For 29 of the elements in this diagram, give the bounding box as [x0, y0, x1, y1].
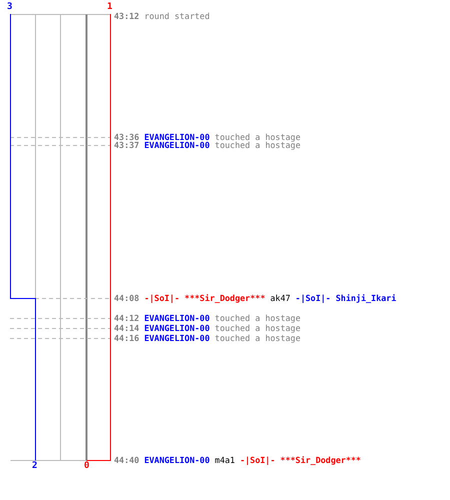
timestamp: 43:36	[114, 132, 140, 142]
player-count: 2	[32, 461, 38, 471]
timestamp: 44:16	[114, 333, 140, 343]
event-text: round started	[144, 11, 210, 21]
weapon-name: m4a1	[214, 455, 235, 465]
player-count: 1	[107, 2, 112, 12]
player-name: EVANGELION-00	[144, 313, 210, 323]
event-text: touched a hostage	[214, 313, 300, 323]
timestamp: 44:12	[114, 313, 140, 323]
player-name: -|SoI|- ***Sir_Dodger***	[240, 455, 361, 465]
event-text: touched a hostage	[214, 140, 300, 150]
player-name: -|SoI|- Shinji_Ikari	[295, 293, 396, 303]
timestamp: 43:12	[114, 11, 140, 21]
player-name: EVANGELION-00	[144, 132, 210, 142]
player-name: EVANGELION-00	[144, 333, 210, 343]
timestamp: 44:08	[114, 293, 140, 303]
timestamp: 44:40	[114, 455, 140, 465]
event-text: touched a hostage	[214, 323, 300, 333]
timestamp: 44:14	[114, 323, 140, 333]
player-name: EVANGELION-00	[144, 140, 210, 150]
weapon-name: ak47	[270, 293, 290, 303]
player-count: 0	[84, 461, 90, 471]
player-name: -|SoI|- ***Sir_Dodger***	[144, 293, 266, 303]
timestamp: 43:37	[114, 140, 140, 150]
player-count: 3	[7, 2, 12, 12]
event-text: touched a hostage	[214, 132, 300, 142]
event-text: touched a hostage	[214, 333, 300, 343]
player-name: EVANGELION-00	[144, 323, 210, 333]
player-name: EVANGELION-00	[144, 455, 210, 465]
